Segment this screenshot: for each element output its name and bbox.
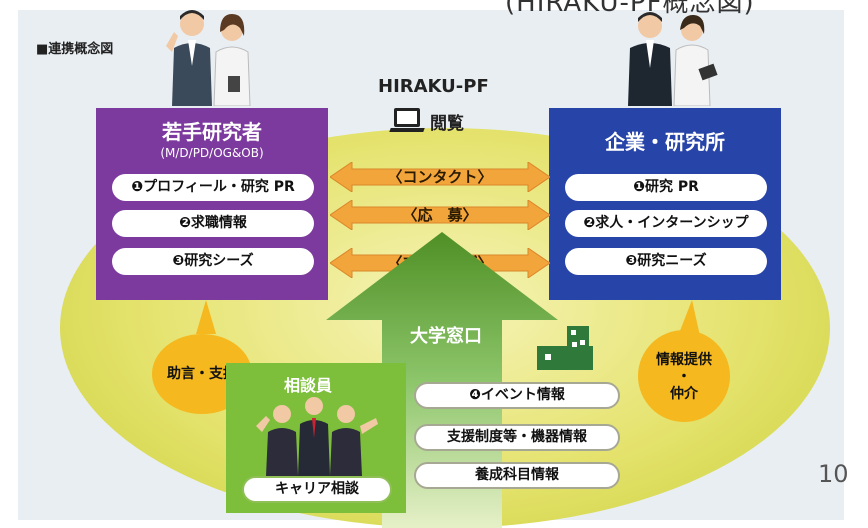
building-icon [537, 326, 593, 370]
support-equipment-info: 支援制度等・機器情報 [414, 424, 620, 451]
company-item: ❶研究 PR [565, 174, 767, 201]
young-researcher-subtitle: (M/D/PD/OG&OB) [160, 146, 264, 160]
contact-arrow: 〈コンタクト〉 [330, 162, 550, 192]
figure-label: ■連携概念図 [36, 42, 114, 57]
view-indicator: 閲覧 [389, 108, 464, 134]
career-consultation: キャリア相談 [242, 476, 392, 503]
company-item: ❸研究ニーズ [565, 248, 767, 275]
page-number: 10 [818, 460, 849, 488]
researcher-item: ❷求職情報 [112, 210, 314, 237]
counselor-title: 相談員 [284, 376, 333, 395]
company-lab-box: 企業・研究所 ❶研究 PR ❷求人・インターンシップ ❸研究ニーズ [549, 108, 781, 300]
event-info: ❹イベント情報 [414, 382, 620, 409]
university-label: 大学窓口 [410, 326, 482, 347]
researchers-illustration [166, 10, 251, 106]
contact-label: 〈コンタクト〉 [387, 168, 493, 186]
view-label: 閲覧 [430, 113, 464, 134]
company-lab-title: 企業・研究所 [605, 130, 725, 154]
advice-label: 助言・支援 [167, 366, 237, 382]
young-researcher-title: 若手研究者 [162, 120, 262, 144]
platform-name: HIRAKU-PF [378, 76, 489, 97]
info-bubble [638, 300, 730, 422]
info-label-line: 仲介 [670, 386, 698, 402]
info-label: 情報提供 ・ 仲介 [636, 352, 732, 403]
researcher-item: ❶プロフィール・研究 PR [112, 174, 314, 201]
training-course-info: 養成科目情報 [414, 462, 620, 489]
researcher-item: ❸研究シーズ [112, 248, 314, 275]
counselors-illustration [256, 397, 378, 476]
slide-title-partial: (HIRAKU-PF概念図) [505, 0, 755, 18]
apply-label: 〈応 募〉 [402, 206, 478, 224]
info-label-line: 情報提供 [656, 352, 712, 368]
info-label-line: ・ [677, 369, 691, 385]
young-researcher-box: 若手研究者 (M/D/PD/OG&OB) ❶プロフィール・研究 PR ❷求職情報… [96, 108, 328, 300]
company-people-illustration [628, 12, 718, 106]
apply-arrow: 〈応 募〉 [330, 200, 550, 230]
company-item: ❷求人・インターンシップ [565, 210, 767, 237]
laptop-icon [389, 108, 425, 134]
